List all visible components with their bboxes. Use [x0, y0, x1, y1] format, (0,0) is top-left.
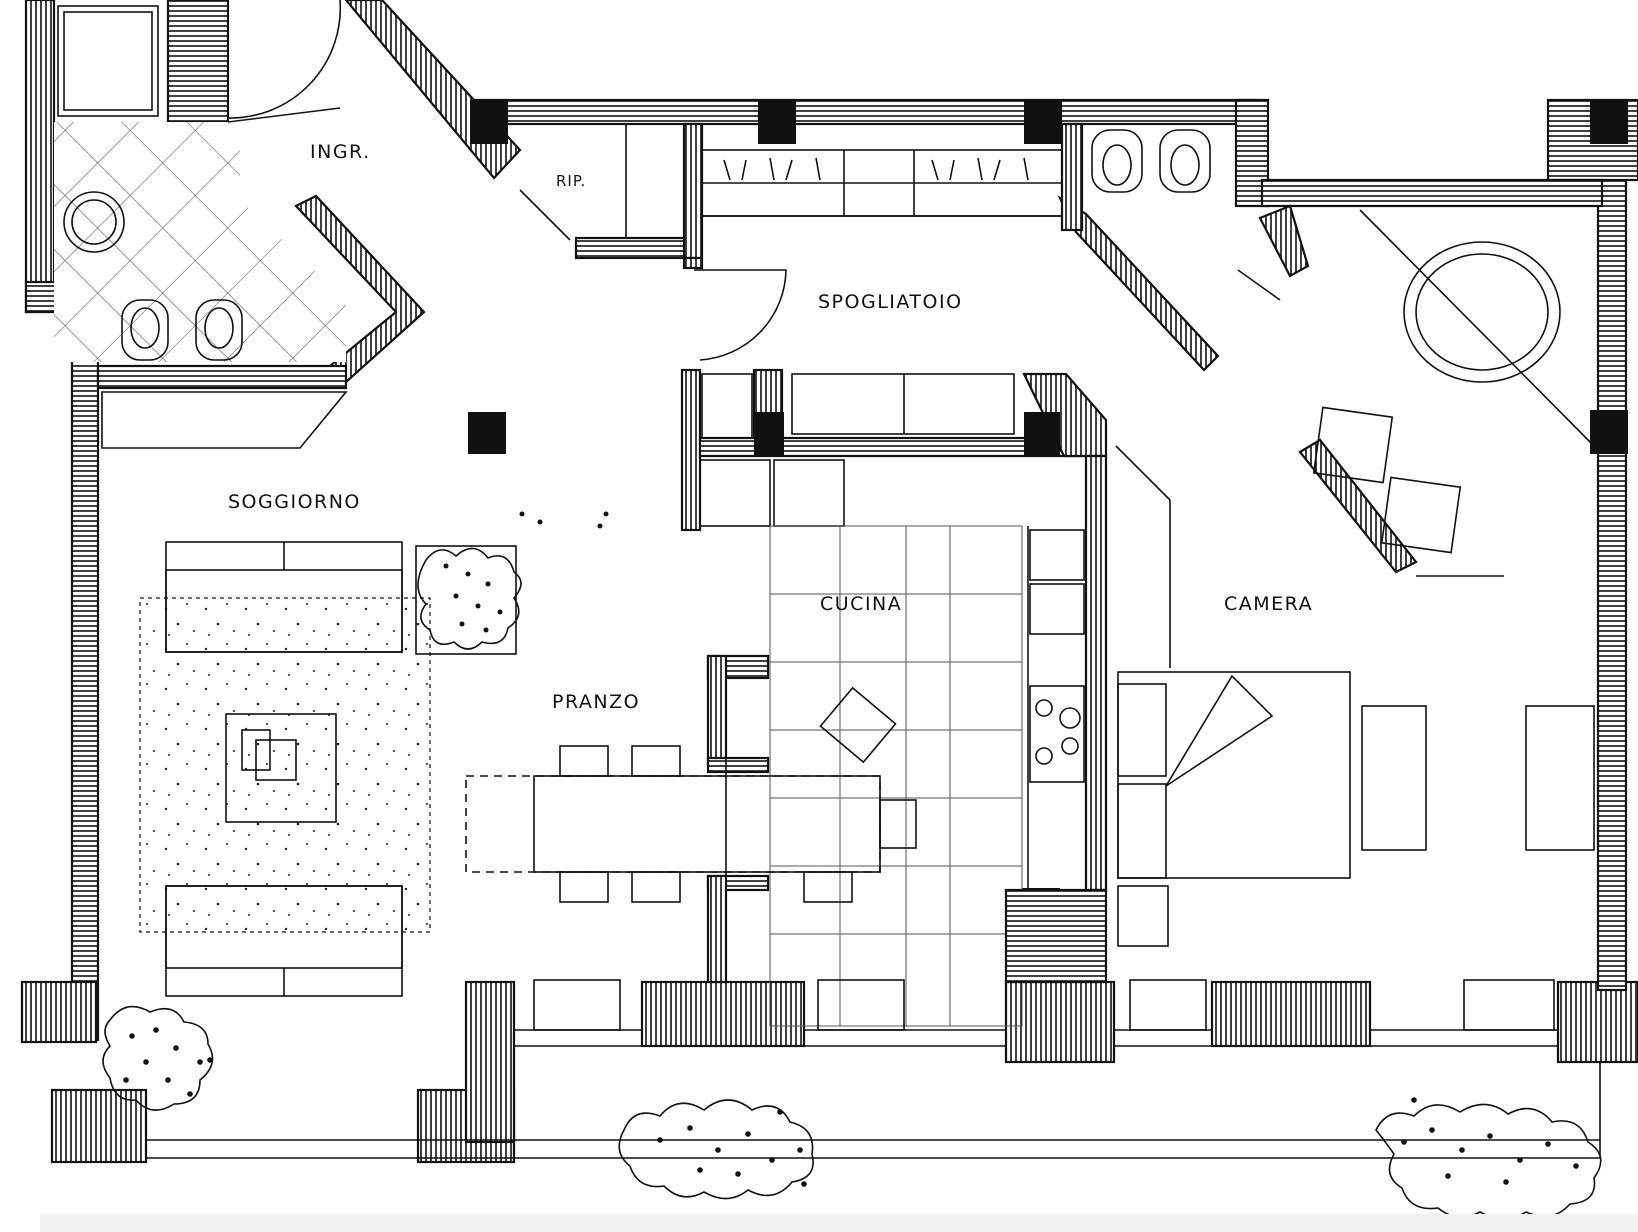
bedroom	[1105, 671, 1595, 982]
label-pranzo: PRANZO	[552, 691, 640, 713]
living-room	[101, 391, 609, 997]
kitchen-block	[680, 368, 1171, 1027]
wardrobe-top	[701, 123, 1065, 217]
entry-door	[227, 0, 342, 123]
dining-table	[465, 672, 917, 976]
outer-walls	[20, 0, 1638, 1164]
label-camera: CAMERA	[1224, 593, 1313, 615]
label-cucina: CUCINA	[820, 593, 902, 615]
label-ripostiglio: RIP.	[556, 172, 586, 190]
label-spogliatoio: SPOGLIATOIO	[818, 291, 963, 313]
bathroom-left	[54, 5, 346, 362]
windows	[533, 979, 1555, 1031]
spogliatoio-door	[682, 256, 787, 361]
label-ingresso: INGR.	[310, 141, 371, 163]
shrub-icon	[102, 1005, 214, 1111]
ripostiglio	[519, 122, 704, 260]
shrub-icon	[618, 1099, 814, 1200]
label-soggiorno: SOGGIORNO	[228, 491, 361, 513]
shrub-icon	[1375, 1097, 1602, 1220]
plant-icon	[417, 511, 609, 650]
scan-edge	[40, 1214, 1638, 1232]
bathroom-right	[1060, 122, 1599, 577]
